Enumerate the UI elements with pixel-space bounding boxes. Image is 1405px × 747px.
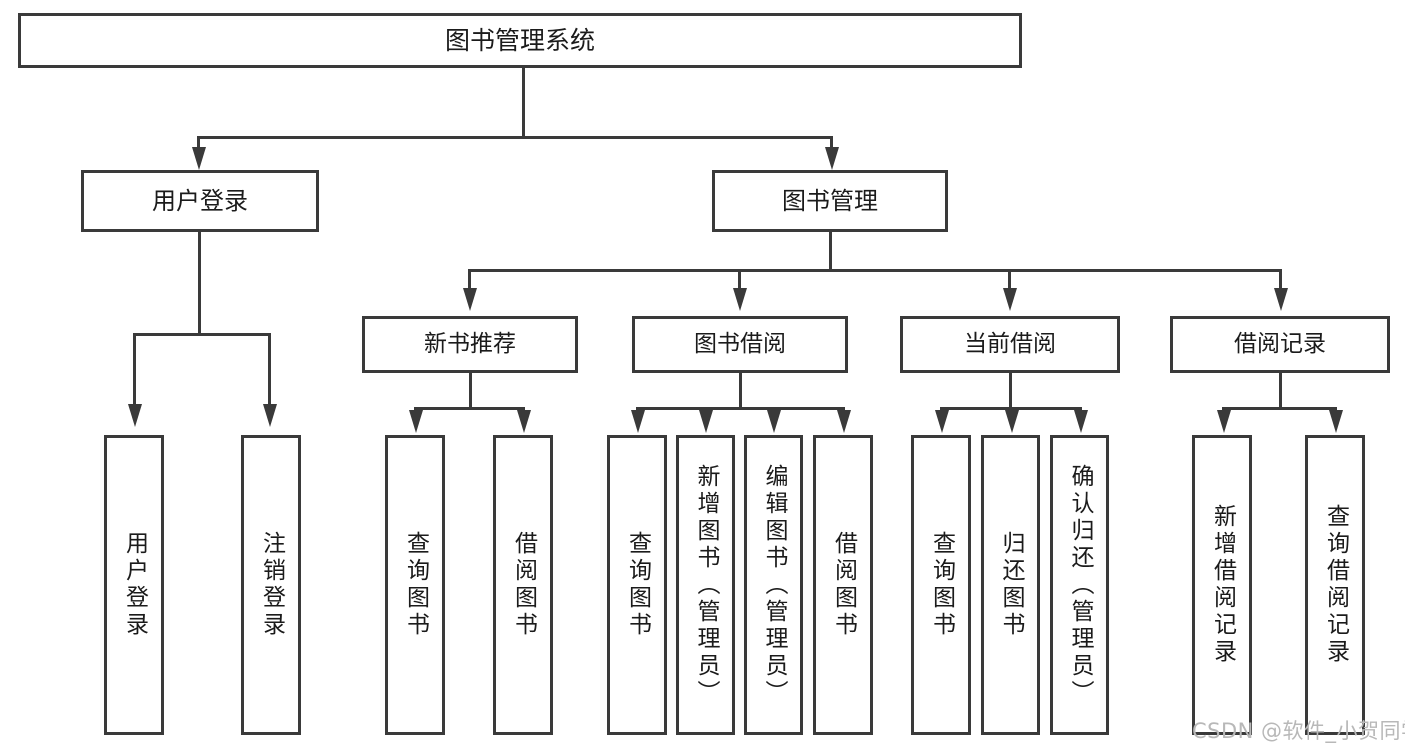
arrowhead-level2-1: [192, 147, 206, 170]
node-borrow-record[interactable]: 借阅记录: [1170, 316, 1390, 373]
connector-book-borrow-bus: [636, 407, 845, 410]
leaf-new-book-query-book[interactable]: 查询图书: [385, 435, 445, 735]
leaf-book-borrow-query-book[interactable]: 查询图书: [607, 435, 667, 735]
arrowhead-user-login-2: [263, 404, 277, 427]
connector-new-book-stem: [469, 373, 472, 409]
connector-new-book-bus: [414, 407, 525, 410]
leaf-label: 新增图书（管理员）: [693, 463, 719, 707]
node-book-borrow[interactable]: 图书借阅: [632, 316, 848, 373]
connector-level2-drop-1: [197, 136, 200, 153]
arrowhead-level2-2: [825, 147, 839, 170]
connector-book-management-stem: [829, 232, 832, 272]
connector-user-login-drop-2: [268, 333, 271, 409]
leaf-label: 新增借阅记录: [1209, 504, 1236, 666]
arrowhead-current-borrow-3: [1074, 410, 1088, 433]
arrowhead-new-book-2: [517, 410, 531, 433]
leaf-label: 借阅图书: [830, 531, 857, 639]
connector-level3-bus: [468, 269, 1282, 272]
arrowhead-book-borrow-2: [699, 410, 713, 433]
connector-current-borrow-stem: [1009, 373, 1012, 409]
node-current-borrow[interactable]: 当前借阅: [900, 316, 1120, 373]
connector-level2-drop-2: [830, 136, 833, 153]
connector-level3-drop-4: [1279, 269, 1282, 294]
leaf-new-book-borrow-book[interactable]: 借阅图书: [493, 435, 553, 735]
leaf-label: 查询借阅记录: [1322, 504, 1349, 666]
csdn-watermark: CSDN @软件_小贺同学: [1192, 719, 1405, 743]
leaf-label: 用户登录: [121, 531, 148, 639]
leaf-label: 查询图书: [624, 531, 651, 639]
connector-level3-drop-1: [468, 269, 471, 294]
arrowhead-level3-4: [1274, 288, 1288, 311]
connector-user-login-bus: [133, 333, 271, 336]
node-book-management[interactable]: 图书管理: [712, 170, 948, 232]
connector-level2-bus: [197, 136, 833, 139]
connector-level3-drop-3: [1008, 269, 1011, 294]
arrowhead-level3-1: [463, 288, 477, 311]
node-root-book-management-system[interactable]: 图书管理系统: [18, 13, 1022, 68]
leaf-label: 查询图书: [402, 531, 429, 639]
node-new-book-recommend[interactable]: 新书推荐: [362, 316, 578, 373]
leaf-user-login-logout[interactable]: 注销登录: [241, 435, 301, 735]
connector-user-login-drop-1: [133, 333, 136, 409]
node-user-login[interactable]: 用户登录: [81, 170, 319, 232]
arrowhead-borrow-record-2: [1329, 410, 1343, 433]
arrowhead-level3-3: [1003, 288, 1017, 311]
leaf-label: 编辑图书（管理员）: [761, 463, 787, 707]
connector-level3-drop-2: [738, 269, 741, 294]
connector-book-borrow-stem: [739, 373, 742, 409]
leaf-borrow-record-query-record[interactable]: 查询借阅记录: [1305, 435, 1365, 735]
leaf-current-borrow-query-book[interactable]: 查询图书: [911, 435, 971, 735]
arrowhead-book-borrow-1: [631, 410, 645, 433]
connector-user-login-stem: [198, 232, 201, 335]
leaf-label: 借阅图书: [510, 531, 537, 639]
leaf-label: 查询图书: [928, 531, 955, 639]
arrowhead-current-borrow-2: [1005, 410, 1019, 433]
leaf-book-borrow-borrow-book[interactable]: 借阅图书: [813, 435, 873, 735]
connector-borrow-record-bus: [1222, 407, 1337, 410]
leaf-label: 确认归还（管理员）: [1067, 463, 1093, 707]
arrowhead-borrow-record-1: [1217, 410, 1231, 433]
arrowhead-level3-2: [733, 288, 747, 311]
arrowhead-current-borrow-1: [935, 410, 949, 433]
leaf-book-borrow-edit-book-admin[interactable]: 编辑图书（管理员）: [744, 435, 803, 735]
arrowhead-user-login-1: [128, 404, 142, 427]
leaf-book-borrow-add-book-admin[interactable]: 新增图书（管理员）: [676, 435, 735, 735]
connector-root-stem: [522, 68, 525, 138]
leaf-borrow-record-add-record[interactable]: 新增借阅记录: [1192, 435, 1252, 735]
leaf-current-borrow-confirm-return-admin[interactable]: 确认归还（管理员）: [1050, 435, 1109, 735]
arrowhead-new-book-1: [409, 410, 423, 433]
leaf-label: 注销登录: [258, 531, 285, 639]
arrowhead-book-borrow-3: [767, 410, 781, 433]
connector-borrow-record-stem: [1279, 373, 1282, 409]
leaf-label: 归还图书: [998, 531, 1024, 639]
leaf-user-login-login[interactable]: 用户登录: [104, 435, 164, 735]
arrowhead-book-borrow-4: [837, 410, 851, 433]
leaf-current-borrow-return-book[interactable]: 归还图书: [981, 435, 1040, 735]
